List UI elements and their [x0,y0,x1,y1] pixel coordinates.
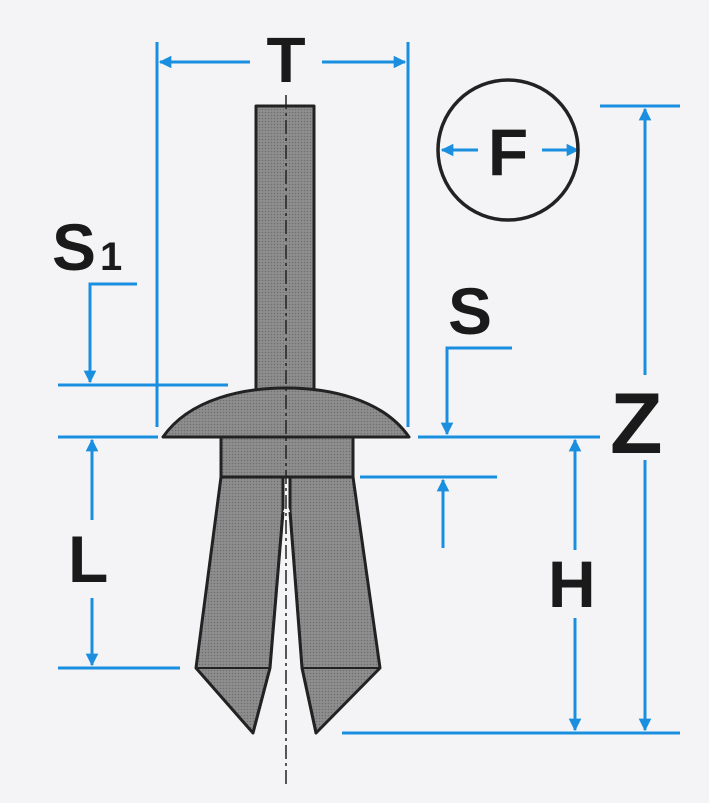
s-leader [440,346,512,436]
dimension-lines [58,42,680,735]
f-circle [436,78,580,222]
label-h: H [548,547,596,621]
rivet-pin [254,104,316,392]
label-l: L [68,522,108,596]
rivet-collar [219,435,355,479]
label-z: Z [610,376,663,472]
label-s1-subscript: 1 [100,235,122,279]
rivet-body [161,104,411,735]
s1-leader [83,282,137,384]
label-s1: S [52,210,96,284]
label-t: T [266,24,305,96]
label-s: S [448,274,492,348]
label-f: F [488,115,528,189]
